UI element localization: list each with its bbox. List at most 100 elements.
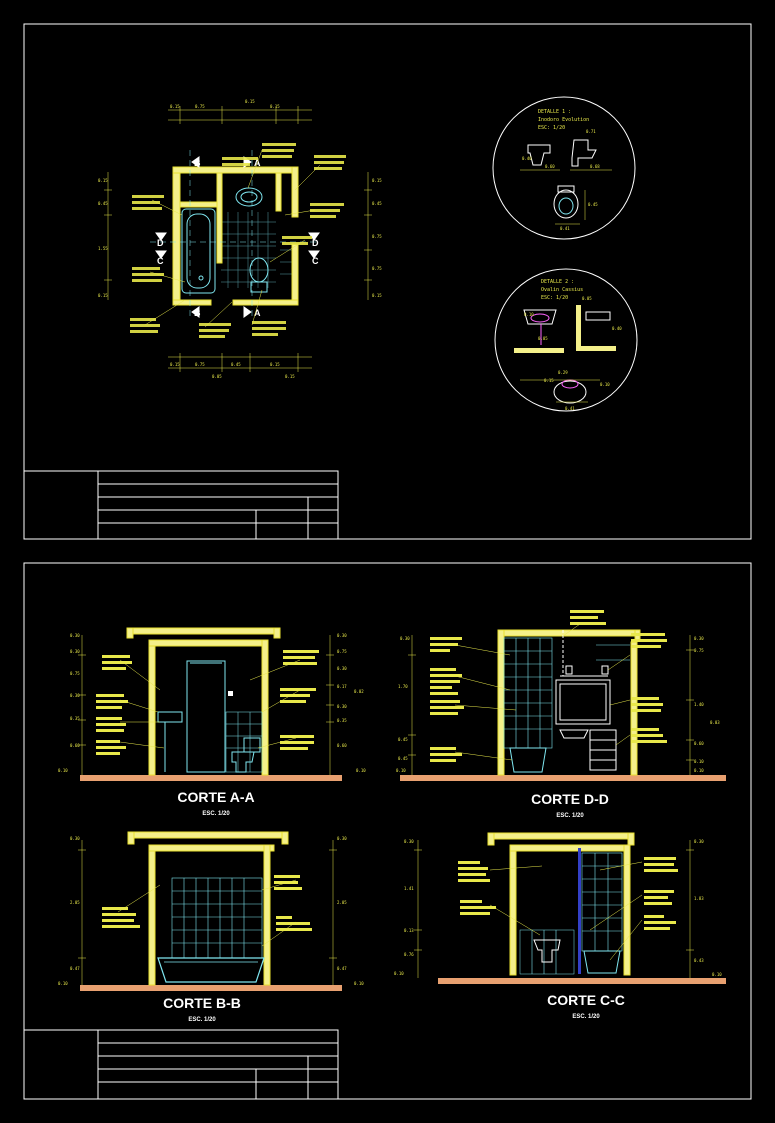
section-a-a-scale: ESC. 1/20 bbox=[202, 811, 230, 817]
svg-text:0.71: 0.71 bbox=[586, 129, 596, 134]
section-c-c: 0.301.410.13 0.760.10 0.301.830.430.10 C… bbox=[394, 832, 726, 1020]
svg-text:0.75: 0.75 bbox=[372, 266, 382, 271]
title-block-bottom bbox=[23, 1029, 339, 1100]
svg-text:0.60: 0.60 bbox=[694, 741, 704, 746]
svg-text:0.45: 0.45 bbox=[98, 201, 108, 206]
svg-text:0.45: 0.45 bbox=[588, 202, 598, 207]
svg-text:0.35: 0.35 bbox=[70, 716, 80, 721]
svg-text:0.30: 0.30 bbox=[694, 839, 704, 844]
svg-text:0.30: 0.30 bbox=[404, 839, 414, 844]
svg-text:0.75: 0.75 bbox=[337, 649, 347, 654]
svg-text:0.15: 0.15 bbox=[170, 362, 180, 367]
svg-text:0.30: 0.30 bbox=[400, 636, 410, 641]
svg-text:0.15: 0.15 bbox=[245, 99, 255, 104]
sheet-bottom-frame bbox=[23, 562, 752, 1100]
svg-text:A: A bbox=[254, 158, 261, 168]
svg-text:0.75: 0.75 bbox=[372, 234, 382, 239]
svg-text:0.30: 0.30 bbox=[694, 636, 704, 641]
svg-text:0.41: 0.41 bbox=[560, 226, 570, 231]
svg-text:0.68: 0.68 bbox=[590, 164, 600, 169]
svg-text:0.10: 0.10 bbox=[396, 768, 406, 773]
svg-text:D: D bbox=[157, 238, 164, 248]
section-a-a: 0.300.300.75 0.300.350.60 0.10 0.300.750… bbox=[58, 627, 366, 817]
svg-text:0.35: 0.35 bbox=[337, 718, 347, 723]
svg-text:0.75: 0.75 bbox=[195, 104, 205, 109]
svg-text:2.05: 2.05 bbox=[70, 900, 80, 905]
svg-text:D: D bbox=[312, 238, 319, 248]
svg-text:0.30: 0.30 bbox=[337, 633, 347, 638]
svg-text:0.41: 0.41 bbox=[565, 406, 575, 411]
sheet-top-frame bbox=[23, 23, 752, 540]
svg-text:0.05: 0.05 bbox=[582, 296, 592, 301]
svg-text:B: B bbox=[194, 308, 201, 318]
plan-annotations bbox=[130, 143, 346, 338]
svg-text:0.10: 0.10 bbox=[694, 768, 704, 773]
section-d-d: 0.301.700.45 0.450.10 0.300.751.40 0.600… bbox=[396, 610, 726, 819]
section-d-d-scale: ESC. 1/20 bbox=[556, 813, 584, 819]
svg-text:0.10: 0.10 bbox=[58, 981, 68, 986]
svg-text:0.15: 0.15 bbox=[170, 104, 180, 109]
svg-text:B: B bbox=[194, 158, 201, 168]
svg-text:1.70: 1.70 bbox=[398, 684, 408, 689]
svg-text:0.15: 0.15 bbox=[285, 374, 295, 379]
svg-text:1.40: 1.40 bbox=[694, 702, 704, 707]
svg-text:0.10: 0.10 bbox=[354, 981, 364, 986]
detail-1-subtitle: Inodoro Evolution bbox=[538, 117, 589, 123]
svg-text:0.47: 0.47 bbox=[70, 966, 80, 971]
svg-text:0.75: 0.75 bbox=[70, 671, 80, 676]
section-b-b-scale: ESC. 1/20 bbox=[188, 1017, 216, 1023]
svg-text:0.17: 0.17 bbox=[337, 684, 347, 689]
plan-section-letters: B A D D C C B A bbox=[157, 158, 319, 318]
svg-text:0.15: 0.15 bbox=[372, 293, 382, 298]
svg-text:0.15: 0.15 bbox=[270, 362, 280, 367]
svg-text:0.10: 0.10 bbox=[524, 312, 534, 317]
plan-fixtures bbox=[181, 187, 269, 294]
svg-text:0.40: 0.40 bbox=[612, 326, 622, 331]
door-a-a bbox=[186, 660, 226, 773]
svg-text:0.10: 0.10 bbox=[712, 972, 722, 977]
svg-text:C: C bbox=[157, 256, 164, 266]
sheet-top: B A D D C C B A bbox=[23, 23, 752, 540]
section-b-b: 0.302.050.470.10 0.302.050.470.10 CORTE … bbox=[58, 831, 364, 1023]
detail-2-washbasin: DETALLE 2 : Ovalin Cassius ESC: 1/20 bbox=[494, 268, 638, 412]
section-a-a-title: CORTE A-A bbox=[177, 789, 254, 805]
svg-text:C: C bbox=[312, 256, 319, 266]
svg-text:0.60: 0.60 bbox=[545, 164, 555, 169]
svg-text:1.41: 1.41 bbox=[404, 886, 414, 891]
svg-text:0.03: 0.03 bbox=[710, 720, 720, 725]
plan-dimension-lines bbox=[104, 106, 372, 372]
svg-text:0.13: 0.13 bbox=[404, 928, 414, 933]
svg-text:0.10: 0.10 bbox=[394, 971, 404, 976]
sheet-bottom: 0.30 0.30 0.75 0.30 0.35 0.60 0.10 0.30 0.75 0… bbox=[23, 562, 752, 1100]
svg-text:0.15: 0.15 bbox=[372, 178, 382, 183]
section-c-c-title: CORTE C-C bbox=[547, 992, 625, 1008]
plan-washbasin bbox=[235, 187, 263, 207]
svg-text:0.45: 0.45 bbox=[372, 201, 382, 206]
svg-text:0.15: 0.15 bbox=[98, 293, 108, 298]
svg-text:0.29: 0.29 bbox=[558, 370, 568, 375]
svg-text:0.10: 0.10 bbox=[600, 382, 610, 387]
svg-text:0.60: 0.60 bbox=[337, 743, 347, 748]
section-b-b-title: CORTE B-B bbox=[163, 995, 241, 1011]
svg-text:0.75: 0.75 bbox=[694, 648, 704, 653]
plan-tile-grid bbox=[221, 212, 294, 288]
svg-text:0.45: 0.45 bbox=[231, 362, 241, 367]
svg-text:0.15: 0.15 bbox=[544, 378, 554, 383]
svg-text:0.02: 0.02 bbox=[354, 689, 364, 694]
detail-1-title: DETALLE 1 : bbox=[538, 109, 571, 115]
svg-text:0.10: 0.10 bbox=[356, 768, 366, 773]
detail-2-title: DETALLE 2 : bbox=[541, 279, 574, 285]
svg-text:0.05: 0.05 bbox=[538, 336, 548, 341]
svg-text:2.05: 2.05 bbox=[337, 900, 347, 905]
detail-1-scale: ESC: 1/20 bbox=[538, 125, 565, 131]
svg-text:0.15: 0.15 bbox=[270, 104, 280, 109]
svg-text:0.47: 0.47 bbox=[337, 966, 347, 971]
svg-text:0.10: 0.10 bbox=[58, 768, 68, 773]
svg-text:0.43: 0.43 bbox=[694, 958, 704, 963]
svg-text:0.30: 0.30 bbox=[70, 693, 80, 698]
section-d-d-title: CORTE D-D bbox=[531, 791, 609, 807]
svg-text:1.83: 1.83 bbox=[694, 896, 704, 901]
svg-text:0.30: 0.30 bbox=[70, 633, 80, 638]
